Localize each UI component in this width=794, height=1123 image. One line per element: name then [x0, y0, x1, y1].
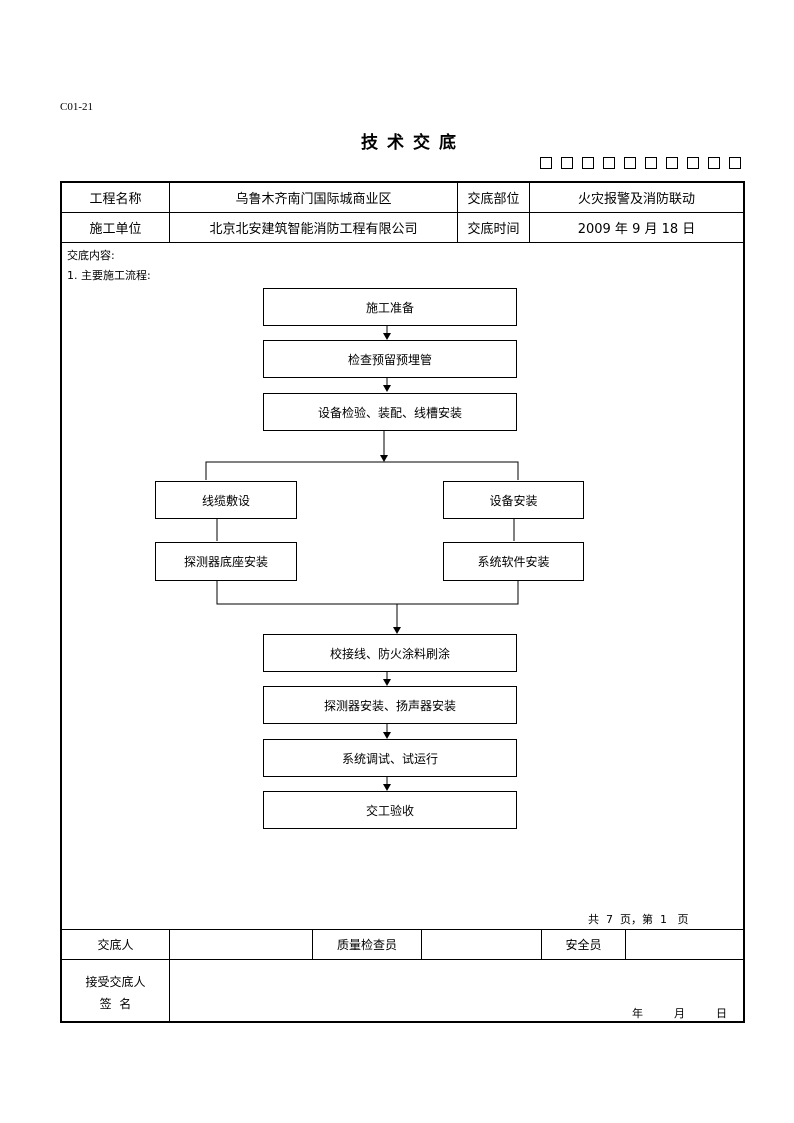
content-heading: 交底内容:	[67, 249, 115, 262]
quality-inspector-label: 质量检查员	[336, 938, 397, 952]
flow-step-check-pipes: 检查预留预埋管	[263, 340, 517, 378]
flow-step-acceptance: 交工验收	[263, 791, 517, 829]
col-divider	[169, 929, 170, 1021]
form-code: C01-21	[60, 101, 93, 113]
project-name-label: 工程名称	[89, 192, 142, 207]
number-box[interactable]	[582, 157, 594, 169]
number-box[interactable]	[666, 157, 678, 169]
flow-step-label: 设备安装	[489, 493, 538, 508]
row-divider	[62, 212, 743, 213]
content-subheading: 1. 主要施工流程:	[67, 269, 151, 282]
flow-step-label: 系统调试、试运行	[341, 751, 438, 766]
flow-step-device-install: 设备安装	[443, 481, 584, 519]
col-divider	[529, 183, 530, 242]
flow-step-label: 施工准备	[365, 300, 414, 315]
flow-step-label: 系统软件安装	[477, 555, 550, 569]
part-value[interactable]: 火灾报警及消防联动	[577, 192, 695, 207]
number-box[interactable]	[561, 157, 573, 169]
quality-inspector-field[interactable]	[422, 930, 541, 959]
flow-step-detector-install: 探测器安装、扬声器安装	[263, 686, 517, 724]
date-day: 日	[716, 1007, 727, 1020]
discloser-field[interactable]	[170, 930, 312, 959]
row-divider	[62, 959, 743, 960]
project-name-value[interactable]: 乌鲁木齐南门国际城商业区	[235, 192, 392, 207]
signature-label: 签 名	[99, 997, 132, 1011]
flow-merge-line	[216, 581, 519, 605]
number-box[interactable]	[687, 157, 699, 169]
flow-step-equipment: 设备检验、装配、线槽安装	[263, 393, 517, 431]
col-divider	[457, 183, 458, 242]
col-divider	[541, 929, 542, 959]
number-box[interactable]	[645, 157, 657, 169]
safety-officer-field[interactable]	[626, 930, 743, 959]
date-year: 年	[632, 1007, 643, 1020]
flow-step-label: 校接线、防火涂料刷涂	[329, 646, 450, 661]
time-value[interactable]: 2009 年 9 月 18 日	[577, 222, 696, 237]
row-divider	[62, 929, 743, 930]
safety-officer-label: 安全员	[565, 938, 602, 952]
flow-step-label: 线缆敷设	[201, 493, 250, 508]
flow-step-software: 系统软件安装	[443, 542, 584, 581]
flow-step-label: 交工验收	[365, 803, 414, 818]
part-label: 交底部位	[467, 192, 520, 207]
date-month: 月	[674, 1007, 685, 1020]
col-divider	[169, 183, 170, 242]
receiver-signature-area[interactable]	[170, 960, 743, 1021]
number-box[interactable]	[708, 157, 720, 169]
col-divider	[421, 929, 422, 959]
flow-step-label: 设备检验、装配、线槽安装	[317, 405, 462, 420]
flow-step-debug: 系统调试、试运行	[263, 739, 517, 777]
flow-step-wiring: 校接线、防火涂料刷涂	[263, 634, 517, 672]
flow-step-prepare: 施工准备	[263, 288, 517, 326]
unit-label: 施工单位	[89, 222, 142, 237]
form-table: 工程名称 乌鲁木齐南门国际城商业区 交底部位 火灾报警及消防联动 施工单位 北京…	[60, 181, 745, 1023]
unit-value[interactable]: 北京北安建筑智能消防工程有限公司	[209, 222, 418, 237]
flow-step-label: 检查预留预埋管	[347, 352, 432, 367]
number-box[interactable]	[603, 157, 615, 169]
flow-step-cabling: 线缆敷设	[155, 481, 297, 519]
number-boxes	[540, 157, 741, 169]
flow-split-line	[205, 461, 519, 480]
col-divider	[625, 929, 626, 959]
flow-step-label: 探测器安装、扬声器安装	[323, 698, 456, 713]
page-count: 共 7 页，第 1 页	[588, 913, 689, 926]
time-label: 交底时间	[467, 222, 520, 237]
discloser-label: 交底人	[97, 938, 134, 952]
number-box[interactable]	[729, 157, 741, 169]
flow-connectors	[205, 326, 519, 791]
flow-step-detector-base: 探测器底座安装	[155, 542, 297, 581]
row-divider	[62, 242, 743, 243]
number-box[interactable]	[624, 157, 636, 169]
number-box[interactable]	[540, 157, 552, 169]
page-title: 技术交底	[361, 133, 465, 153]
col-divider	[312, 929, 313, 959]
receiver-label: 接受交底人	[85, 975, 146, 989]
flow-step-label: 探测器底座安装	[183, 555, 268, 569]
